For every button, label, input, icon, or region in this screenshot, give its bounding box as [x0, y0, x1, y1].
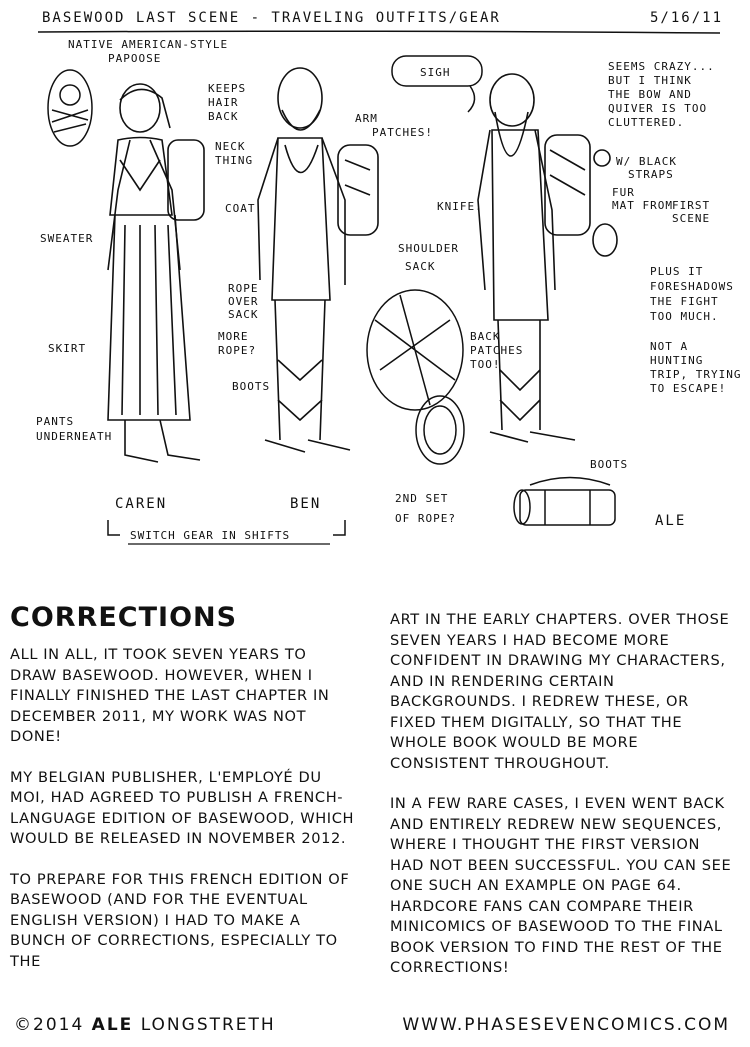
label-keeps-hair-3: BACK [208, 110, 239, 123]
switch-gear-bracket [107, 520, 346, 536]
copyright-prefix: ©2014 [14, 1015, 85, 1035]
label-caren: CAREN [115, 496, 167, 512]
label-coat: COAT [225, 202, 256, 215]
right-paragraph-1: art in the early chapters. Over those se… [390, 611, 730, 772]
label-papoose-2: PAPOOSE [108, 52, 161, 65]
label-seems-crazy-3: THE BOW AND [608, 88, 692, 101]
label-switch-gear: SWITCH GEAR IN SHIFTS [130, 529, 290, 542]
article-right-column: art in the early chapters. Over those se… [390, 610, 735, 999]
label-knife: KNIFE. [437, 200, 483, 213]
sack-drawing [366, 289, 465, 465]
label-not-hunting-3: TRIP, TRYING [650, 368, 741, 381]
label-shoulder-sack-2: SACK [405, 260, 436, 273]
label-keeps-hair-2: HAIR [208, 96, 239, 109]
article: CORRECTIONS All in all, it took seven ye… [0, 590, 750, 1010]
label-seems-crazy: SEEMS CRAZY... [608, 60, 715, 73]
label-second-rope-2: OF ROPE? [395, 512, 456, 525]
label-skirt: SKIRT [48, 342, 86, 355]
sigh-balloon [391, 55, 483, 113]
footer: ©2014 ALE LONGSTRETH WWW.PHASESEVENCOMIC… [0, 1013, 750, 1043]
article-left-column: CORRECTIONS All in all, it took seven ye… [10, 590, 355, 992]
old-man-drawing [477, 73, 618, 443]
label-seems-crazy-5: CLUTTERED. [608, 116, 684, 129]
ben-drawing [257, 67, 379, 453]
label-back-patches-3: TOO! [470, 358, 501, 371]
papoose-drawing [47, 69, 93, 147]
label-second-rope: 2ND SET [395, 492, 448, 505]
label-plus-it-3: THE FIGHT [650, 295, 719, 308]
label-pants: PANTS [36, 415, 74, 428]
copyright-name: LONGSTRETH [140, 1015, 276, 1035]
header-underline [37, 30, 721, 34]
label-seems-crazy-2: BUT I THINK [608, 74, 692, 87]
label-not-hunting-2: HUNTING [650, 354, 703, 367]
label-more-rope: MORE [218, 330, 249, 343]
character-sketch: BASEWOOD LAST SCENE - TRAVELING OUTFITS/… [36, 10, 741, 545]
label-pants-2: UNDERNEATH [36, 430, 112, 443]
label-plus-it-4: TOO MUCH. [650, 310, 719, 323]
label-not-hunting: NOT A [650, 340, 688, 353]
website-url: WWW.PHASESEVENCOMICS.COM [402, 1015, 730, 1035]
label-plus-it: PLUS IT [650, 265, 703, 278]
label-boots-right: BOOTS [590, 458, 628, 471]
label-sigh: SIGH [420, 66, 451, 79]
label-more-rope-2: ROPE? [218, 344, 256, 357]
left-paragraph-1: All in all, it took seven years to draw … [10, 646, 330, 745]
label-neck-thing-2: THING [215, 154, 253, 167]
copyright: ©2014 ALE LONGSTRETH [14, 1015, 276, 1035]
label-fur-mat: FUR [612, 186, 635, 199]
label-back-patches-2: PATCHES [470, 344, 523, 357]
label-rope-over-3: SACK [228, 308, 259, 321]
right-paragraph-2: In a few rare cases, I even went back an… [390, 795, 732, 976]
sketch-header-title: BASEWOOD LAST SCENE - TRAVELING OUTFITS/… [42, 10, 501, 26]
label-not-hunting-4: TO ESCAPE! [650, 382, 726, 395]
label-neck-thing: NECK [215, 140, 246, 153]
bundle-drawing [513, 476, 616, 526]
signature: ALE [655, 513, 686, 529]
label-arm-patches: ARM [355, 112, 378, 125]
label-plus-it-2: FORESHADOWS [650, 280, 734, 293]
left-paragraph-3: To prepare for this French edition of Ba… [10, 870, 350, 970]
caren-drawing [107, 83, 205, 463]
label-fur-mat-2: MAT FROM [612, 199, 673, 212]
label-sweater: SWEATER [40, 232, 93, 245]
label-black-straps: W/ BLACK [616, 155, 677, 168]
label-shoulder-sack: SHOULDER [398, 242, 459, 255]
label-rope-over: ROPE [228, 282, 259, 295]
left-paragraph-2: My Belgian publisher, L'Employé du Moi, … [10, 768, 355, 848]
sketch-header-date: 5/16/11 [650, 10, 723, 26]
label-seems-crazy-4: QUIVER IS TOO [608, 102, 707, 115]
label-black-straps-2: STRAPS [628, 168, 674, 181]
label-fur-mat-4: SCENE [672, 212, 710, 225]
article-heading: CORRECTIONS [10, 602, 238, 633]
label-ben: BEN [290, 496, 321, 512]
label-arm-patches-2: PATCHES! [372, 126, 433, 139]
label-rope-over-2: OVER [228, 295, 259, 308]
label-boots-left: BOOTS [232, 380, 270, 393]
author-logo: ALE [91, 1015, 134, 1035]
label-keeps-hair: KEEPS [208, 82, 246, 95]
label-back-patches: BACK [470, 330, 501, 343]
label-papoose: NATIVE AMERICAN-STYLE [68, 38, 228, 51]
label-fur-mat-3: FIRST [672, 199, 710, 212]
